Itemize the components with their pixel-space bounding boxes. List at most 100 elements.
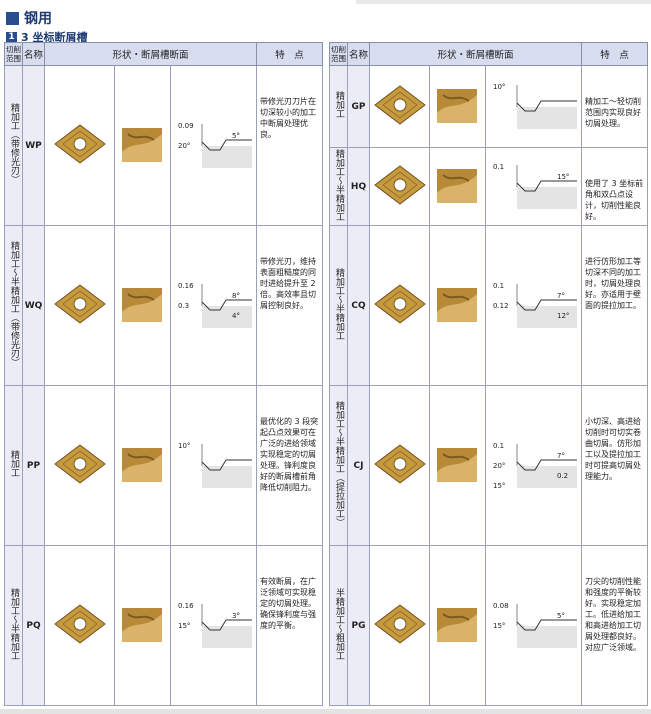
dimension-label: 8° (232, 292, 240, 300)
closeup-cell (114, 65, 171, 226)
closeup-cell (114, 545, 171, 706)
range-cell: 精加工〜半精加工（提拉加工） (329, 385, 348, 546)
breaker-section-diagram: 0.115° (493, 163, 577, 209)
name-header: 名称 (22, 42, 45, 66)
feature-text: 有效断屑，在广泛领域可实现稳定的切屑处理。确保锋利度与强度的平衡。 (256, 545, 323, 706)
range-label: 精加工〜半精加工 (334, 148, 344, 221)
subsection-number: 1 (6, 31, 17, 43)
insert-image (53, 123, 106, 164)
dimension-label: 3° (232, 612, 240, 620)
breaker-closeup-image (436, 287, 477, 322)
breaker-name: CJ (347, 385, 370, 546)
range-cell: 精加工 (329, 65, 348, 148)
dimension-label: 7° (557, 292, 565, 300)
breaker-section-diagram: 0.095°20° (178, 122, 252, 168)
closeup-cell (429, 225, 486, 386)
breaker-section-diagram: 0.085°15° (493, 602, 577, 648)
closeup-cell (429, 147, 486, 226)
dimension-label: 0.1 (493, 163, 504, 171)
range-label: 精加工〜半精加工（带修光刃） (9, 240, 19, 367)
insert-cell (369, 225, 430, 386)
breaker-closeup-image (436, 607, 477, 642)
insert-image (373, 84, 426, 125)
dimension-label: 0.09 (178, 122, 194, 130)
dimension-label: 5° (232, 132, 240, 140)
dimension-label: 0.08 (493, 602, 509, 610)
range-cell: 精加工〜半精加工 (329, 225, 348, 386)
range-label: 精加工（带修光刃） (9, 103, 19, 184)
range-label: 精加工〜半精加工 (9, 587, 19, 660)
insert-image (53, 603, 106, 644)
feature-header: 特 点 (581, 42, 648, 66)
closeup-cell (429, 65, 486, 148)
breaker-name: PP (22, 385, 45, 546)
dimension-label: 12° (557, 312, 569, 320)
closeup-cell (429, 385, 486, 546)
dimension-label: 10° (493, 83, 505, 91)
breaker-section-diagram: 10° (178, 442, 252, 488)
dimension-label: 15° (493, 482, 505, 490)
dimension-label: 0.1 (493, 442, 504, 450)
insert-cell (369, 385, 430, 546)
feature-text: 使用了 3 坐标前角和双凸点设计，切削性能良好。 (581, 147, 648, 226)
section-cell: 10° (170, 385, 257, 546)
insert-cell (44, 385, 115, 546)
breaker-closeup-image (436, 447, 477, 482)
section-header: 钢用 (6, 8, 52, 28)
dimension-label: 10° (178, 442, 190, 450)
breaker-name: HQ (347, 147, 370, 226)
breaker-section-diagram: 0.168°0.34° (178, 282, 252, 328)
insert-cell (369, 147, 430, 226)
feature-text: 进行仿形加工等切深不同的加工时，切屑处理良好。亦适用于壁面的提拉加工。 (581, 225, 648, 386)
breaker-name: CQ (347, 225, 370, 386)
breaker-section-diagram: 0.163°15° (178, 602, 252, 648)
section-marker (6, 11, 19, 25)
breaker-section-diagram: 10° (493, 83, 577, 129)
section-cell: 10° (485, 65, 582, 148)
range-cell: 精加工〜半精加工 (4, 545, 23, 706)
breaker-name: PQ (22, 545, 45, 706)
range-label: 半精加工〜粗加工 (334, 587, 344, 660)
feature-header: 特 点 (256, 42, 323, 66)
insert-cell (44, 65, 115, 226)
breaker-name: WQ (22, 225, 45, 386)
breaker-section-diagram: 0.1 7° 0.12 12° (493, 282, 577, 328)
breaker-section-diagram: 0.17°20°0.215° (493, 442, 577, 490)
dimension-label: 0.12 (493, 302, 509, 310)
range-cell: 半精加工〜粗加工 (329, 545, 348, 706)
insert-image (53, 283, 106, 324)
range-cell: 精加工〜半精加工（带修光刃） (4, 225, 23, 386)
range-cell: 精加工 (4, 385, 23, 546)
breaker-name: PG (347, 545, 370, 706)
dimension-label: 20° (493, 462, 505, 470)
section-title: 钢用 (24, 11, 52, 27)
insert-image (53, 443, 106, 484)
dimension-label: 0.1 (493, 282, 504, 290)
shape-header: 形状・断屑槽断面 (369, 42, 582, 66)
range-label: 精加工 (9, 450, 19, 477)
closeup-cell (114, 225, 171, 386)
subsection-header: 1 3 坐标断屑槽 (6, 29, 87, 45)
dimension-label: 0.2 (557, 472, 568, 480)
dimension-label: 0.3 (178, 302, 189, 310)
closeup-cell (429, 545, 486, 706)
dimension-label: 5° (557, 612, 565, 620)
shape-header: 形状・断屑槽断面 (44, 42, 257, 66)
top-rule (356, 0, 651, 4)
insert-cell (369, 65, 430, 148)
breaker-name: GP (347, 65, 370, 148)
insert-cell (44, 545, 115, 706)
insert-image (373, 283, 426, 324)
